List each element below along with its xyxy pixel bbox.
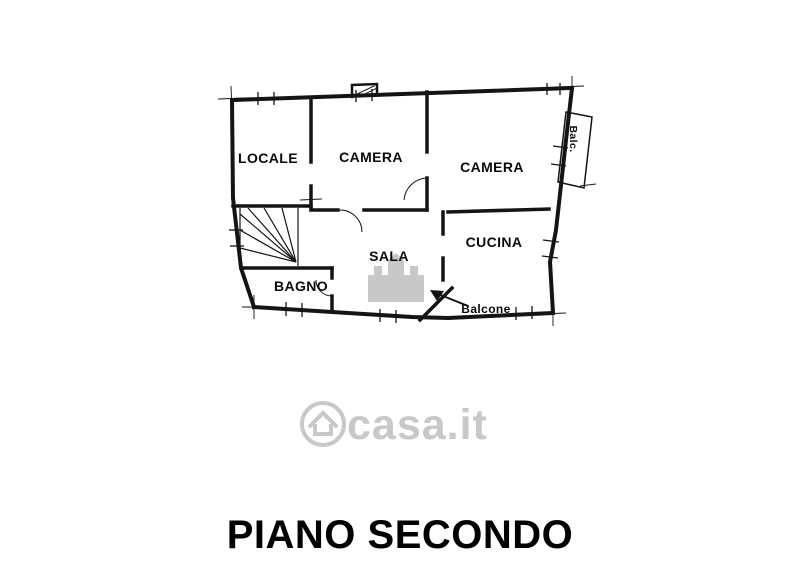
casa-watermark-text: casa.it — [347, 401, 488, 449]
side-balcony — [557, 111, 593, 189]
interior-walls — [231, 90, 551, 323]
floor-title: PIANO SECONDO — [226, 513, 574, 557]
room-label-camera-2: CAMERA — [460, 159, 524, 175]
corner-ticks — [217, 76, 597, 326]
room-label-sala: SALA — [369, 248, 409, 264]
plan-watermark-buildings-icon — [368, 253, 424, 302]
outer-walls — [229, 82, 575, 321]
room-label-balc: Balc. — [567, 125, 579, 153]
room-label-cucina: CUCINA — [465, 234, 523, 250]
room-label-bagno: BAGNO — [273, 278, 329, 294]
door-arcs — [315, 177, 428, 297]
window-symbols — [229, 83, 569, 323]
room-label-camera-1: CAMERA — [339, 149, 403, 165]
balcone-arrow-icon — [430, 290, 469, 307]
room-label-locale: LOCALE — [238, 150, 298, 166]
staircase — [239, 207, 299, 266]
room-label-balcone: Balcone — [461, 302, 511, 316]
casa-logo-icon — [300, 401, 346, 447]
